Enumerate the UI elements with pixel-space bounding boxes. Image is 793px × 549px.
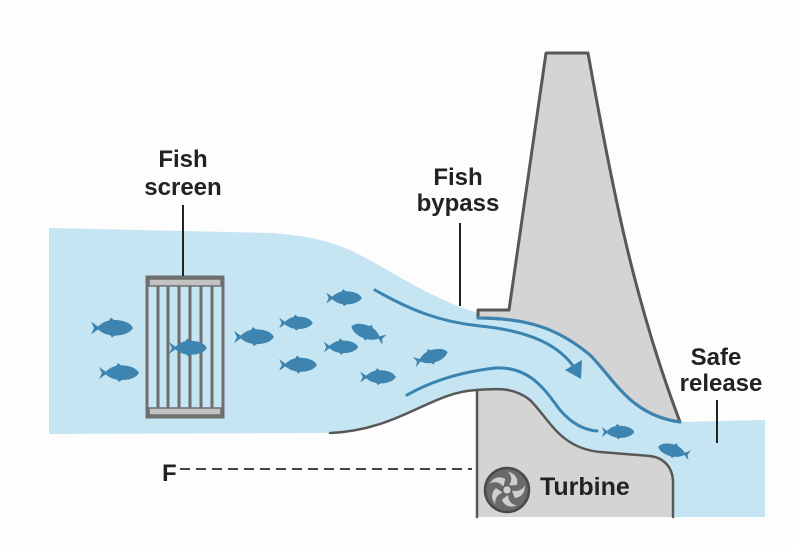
turbine-label: Turbine xyxy=(540,473,630,501)
cage-frame xyxy=(145,275,225,419)
bypass-flow-line xyxy=(373,288,578,372)
turbine-flow-line xyxy=(405,366,599,433)
cage-top-rail xyxy=(148,278,222,287)
bypass-channel-edge xyxy=(476,316,682,424)
fish-screen-label-line2: screen xyxy=(144,174,221,201)
safe-release-label-line2: release xyxy=(680,370,763,397)
fish-screen-label-line1: Fish xyxy=(158,146,207,173)
fish-bypass-label-line2: bypass xyxy=(417,190,500,217)
turbine-housing-outline xyxy=(475,387,675,519)
turbine-hub xyxy=(501,484,513,496)
safe-release-label-line1: Safe xyxy=(691,344,742,371)
arrow-icon xyxy=(565,360,582,379)
river-water xyxy=(49,228,765,517)
cage-bottom-rail xyxy=(148,407,222,416)
fish-bypass-label-line1: Fish xyxy=(433,164,482,191)
riverbed-edge xyxy=(328,388,479,435)
turbine-icon xyxy=(483,466,531,514)
f-marker-label: F xyxy=(162,460,177,487)
